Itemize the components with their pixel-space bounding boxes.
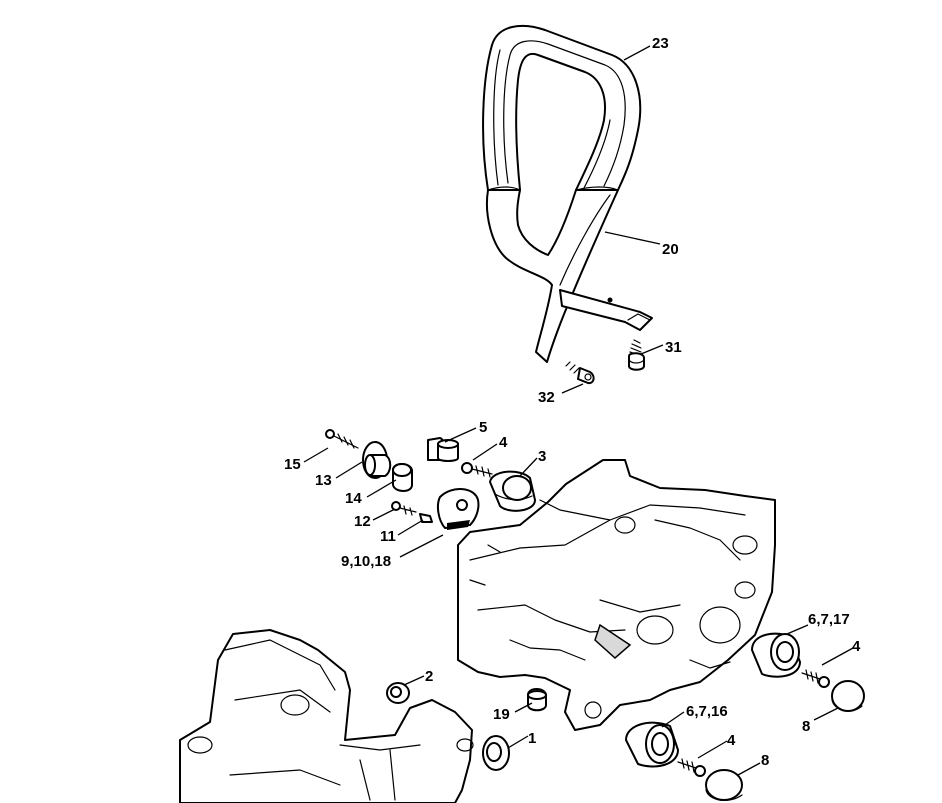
- damper-part-2: [386, 682, 410, 704]
- label-part-8-upper: 8: [802, 718, 810, 735]
- label-part-1: 1: [528, 730, 536, 747]
- screw-part-31: [628, 339, 645, 371]
- label-part-15: 15: [284, 456, 301, 473]
- sleeve-part-14: [392, 463, 413, 492]
- screw-part-4-lower: [677, 758, 706, 777]
- label-part-8-lower: 8: [761, 752, 769, 769]
- label-part-6-7-17: 6,7,17: [808, 611, 850, 628]
- cap-part-8-upper: [831, 680, 865, 712]
- screw-part-4-right: [801, 669, 830, 688]
- damper-part-6-7-17: [751, 632, 801, 678]
- handlebar-tube-part-20: [486, 189, 653, 363]
- label-part-5: 5: [479, 419, 487, 436]
- label-part-31: 31: [665, 339, 682, 356]
- label-part-2: 2: [425, 668, 433, 685]
- label-part-4-right: 4: [852, 638, 861, 655]
- label-part-9-10-18: 9,10,18: [341, 553, 391, 570]
- label-part-4-upper: 4: [499, 434, 508, 451]
- cover-part-9-10-18: [436, 488, 480, 530]
- damper-part-3: [489, 470, 536, 512]
- cap-part-8-lower: [705, 769, 743, 802]
- label-part-6-7-16: 6,7,16: [686, 703, 728, 720]
- screw-part-32: [565, 361, 595, 385]
- plug-part-19: [527, 688, 547, 712]
- label-part-19: 19: [493, 706, 510, 723]
- label-part-3: 3: [538, 448, 546, 465]
- label-part-23: 23: [652, 35, 669, 52]
- crankcase: [457, 459, 776, 731]
- handlebar-part-23: [482, 24, 642, 191]
- label-part-20: 20: [662, 241, 679, 258]
- screw-part-15: [325, 429, 359, 449]
- label-part-13: 13: [315, 472, 332, 489]
- damper-part-1: [482, 735, 510, 771]
- label-part-32: 32: [538, 389, 555, 406]
- label-part-14: 14: [345, 490, 362, 507]
- part-labels: 23 20 31 32 5 4 3 15 13 14 12 11 9,10,18…: [284, 35, 861, 769]
- washer-part-13: [362, 441, 392, 479]
- screw-part-12: [391, 501, 417, 516]
- label-part-11: 11: [380, 528, 396, 545]
- bushing-part-5: [427, 437, 459, 462]
- tank-housing: [179, 629, 474, 803]
- screw-part-4-upper: [461, 462, 493, 478]
- label-part-12: 12: [354, 513, 371, 530]
- leader-lines: [303, 45, 854, 776]
- label-part-4-lower: 4: [727, 732, 736, 749]
- damper-part-6-7-16: [625, 721, 679, 768]
